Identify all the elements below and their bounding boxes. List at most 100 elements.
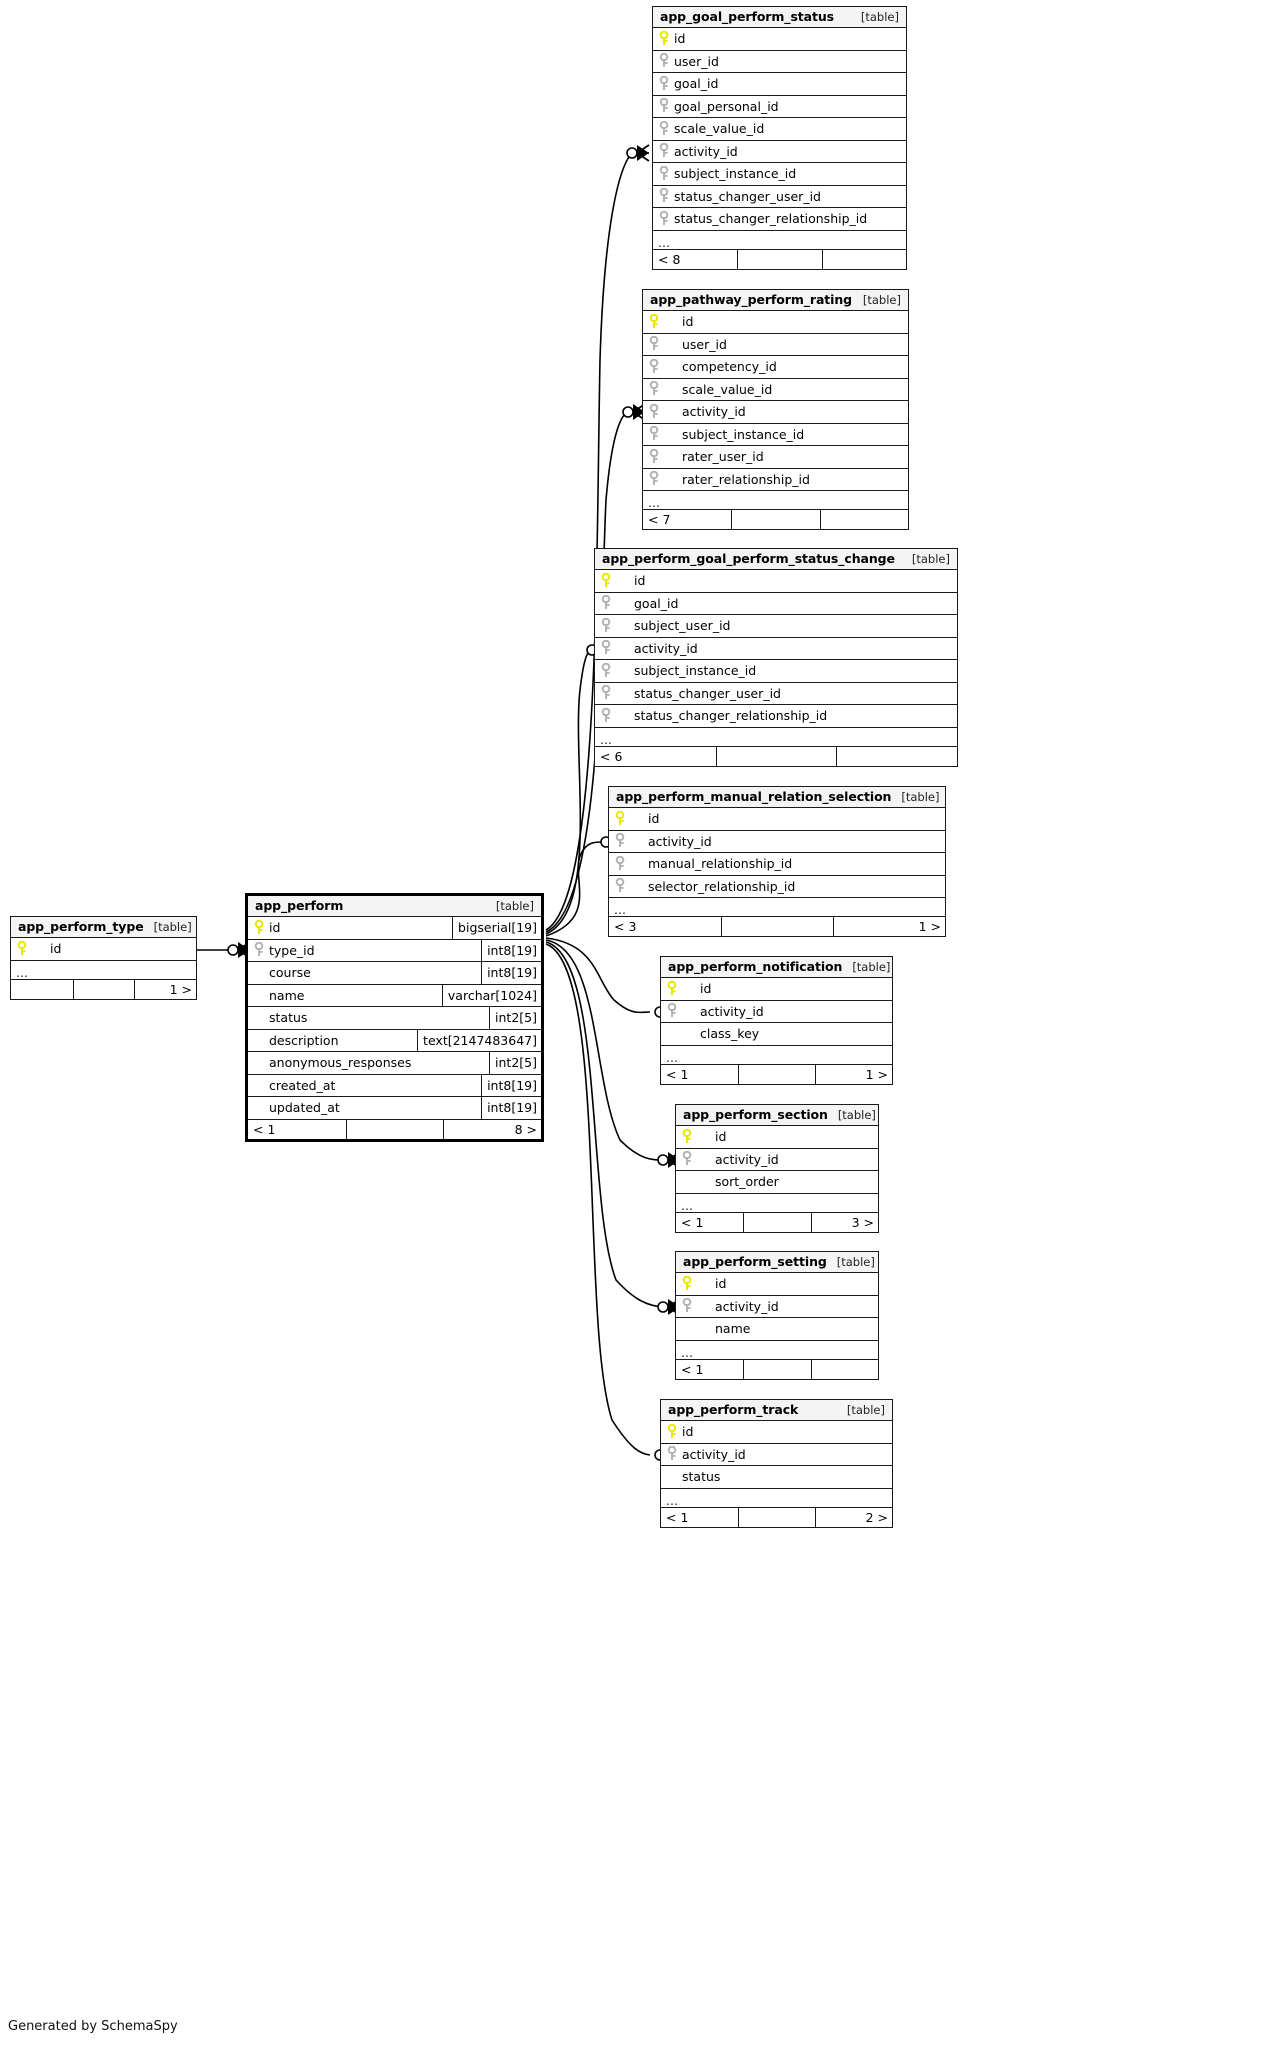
footer-middle[interactable] <box>345 1119 444 1139</box>
column-row[interactable]: status_changer_relationship_id <box>595 705 957 728</box>
column-row[interactable]: sort_order <box>676 1171 878 1194</box>
column-row[interactable]: manual_relationship_id <box>609 853 945 876</box>
column-row[interactable]: user_id <box>643 334 908 356</box>
table-header[interactable]: app_perform_track[table] <box>661 1400 892 1421</box>
footer-middle[interactable] <box>743 1212 810 1232</box>
footer-middle[interactable] <box>737 249 821 269</box>
column-row[interactable]: activity_id <box>595 638 957 660</box>
column-row[interactable]: id <box>11 938 196 961</box>
column-row[interactable]: activity_id <box>676 1149 878 1171</box>
footer-child-count[interactable]: 1 > <box>815 1064 892 1084</box>
column-row[interactable]: goal_id <box>595 593 957 615</box>
footer-child-count[interactable]: 2 > <box>815 1507 892 1527</box>
column-row[interactable]: rater_user_id <box>643 446 908 469</box>
footer-child-count[interactable] <box>821 249 906 269</box>
footer-child-count[interactable] <box>810 1359 878 1379</box>
footer-middle[interactable] <box>738 1507 815 1527</box>
column-row[interactable]: activity_id <box>609 831 945 853</box>
column-row[interactable]: id <box>661 978 892 1001</box>
footer-child-count[interactable] <box>836 746 957 766</box>
footer-parent-count[interactable] <box>11 980 73 999</box>
column-row[interactable]: class_key <box>661 1023 892 1046</box>
footer-parent-count[interactable]: < 7 <box>648 512 671 527</box>
column-row[interactable]: competency_id <box>643 356 908 379</box>
table-app_perform_type[interactable]: app_perform_type[table]id...1 > <box>10 916 197 1000</box>
column-row[interactable]: scale_value_id <box>643 379 908 401</box>
footer-child-count[interactable] <box>819 510 908 529</box>
table-header[interactable]: app_perform_setting[table] <box>676 1252 878 1273</box>
footer-parent-count[interactable]: < 1 <box>666 1066 689 1082</box>
column-row[interactable]: activity_id <box>661 1001 892 1023</box>
column-row[interactable]: id <box>609 808 945 831</box>
table-app_perform_manual_relation_selection[interactable]: app_perform_manual_relation_selection[ta… <box>608 786 946 937</box>
table-app_perform_goal_perform_status_change[interactable]: app_perform_goal_perform_status_change[t… <box>594 548 958 767</box>
column-row[interactable]: id <box>676 1126 878 1149</box>
column-row[interactable]: subject_instance_id <box>643 424 908 446</box>
footer-middle[interactable] <box>721 917 833 936</box>
table-header[interactable]: app_perform_manual_relation_selection[ta… <box>609 787 945 808</box>
footer-child-count[interactable]: 8 > <box>443 1119 541 1139</box>
table-header[interactable]: app_goal_perform_status[table] <box>653 7 906 28</box>
table-header[interactable]: app_perform_notification[table] <box>661 957 892 978</box>
table-header[interactable]: app_perform_goal_perform_status_change[t… <box>595 549 957 570</box>
column-row[interactable]: rater_relationship_id <box>643 469 908 491</box>
column-row[interactable]: subject_instance_id <box>653 163 906 186</box>
column-row[interactable]: selector_relationship_id <box>609 876 945 898</box>
table-header[interactable]: app_pathway_perform_rating[table] <box>643 290 908 311</box>
column-row[interactable]: subject_user_id <box>595 615 957 638</box>
footer-child-count[interactable]: 3 > <box>810 1212 878 1232</box>
footer-parent-count[interactable]: < 1 <box>253 1121 276 1137</box>
column-row[interactable]: id <box>643 311 908 334</box>
column-row[interactable]: status <box>661 1466 892 1489</box>
table-header[interactable]: app_perform[table] <box>248 896 541 917</box>
column-row[interactable]: subject_instance_id <box>595 660 957 683</box>
column-row[interactable]: id <box>676 1273 878 1296</box>
footer-middle[interactable] <box>743 1359 810 1379</box>
column-row[interactable]: status_changer_user_id <box>595 683 957 705</box>
footer-child-count[interactable]: 1 > <box>134 979 196 999</box>
footer-parent-count[interactable]: < 3 <box>614 919 637 934</box>
footer-parent-count[interactable]: < 8 <box>658 251 681 267</box>
column-row[interactable]: activity_id <box>676 1296 878 1318</box>
column-row[interactable]: status_changer_user_id <box>653 186 906 208</box>
column-row[interactable]: goal_id <box>653 73 906 96</box>
footer-middle[interactable] <box>715 746 837 766</box>
footer-middle[interactable] <box>72 979 135 999</box>
footer-parent-count[interactable]: < 1 <box>681 1361 704 1377</box>
footer-middle[interactable] <box>731 510 819 529</box>
column-row[interactable]: name <box>676 1318 878 1341</box>
footer-parent-count[interactable]: < 6 <box>600 748 623 764</box>
table-header[interactable]: app_perform_section[table] <box>676 1105 878 1126</box>
footer-parent-count[interactable]: < 1 <box>681 1214 704 1230</box>
column-row[interactable]: status_changer_relationship_id <box>653 208 906 231</box>
column-row[interactable]: id <box>595 570 957 593</box>
table-header[interactable]: app_perform_type[table] <box>11 917 196 938</box>
column-row[interactable]: scale_value_id <box>653 118 906 141</box>
footer-middle[interactable] <box>738 1064 815 1084</box>
footer-parent-count[interactable]: < 1 <box>666 1509 689 1525</box>
column-row[interactable]: activity_id <box>653 141 906 163</box>
column-row[interactable]: activity_id <box>643 401 908 424</box>
column-row[interactable]: goal_personal_id <box>653 96 906 118</box>
column-row[interactable]: activity_id <box>661 1444 892 1466</box>
column-row[interactable]: user_id <box>653 51 906 73</box>
footer-child-count[interactable]: 1 > <box>833 917 945 936</box>
column-row[interactable]: id <box>653 28 906 51</box>
column-row[interactable]: id <box>661 1421 892 1444</box>
